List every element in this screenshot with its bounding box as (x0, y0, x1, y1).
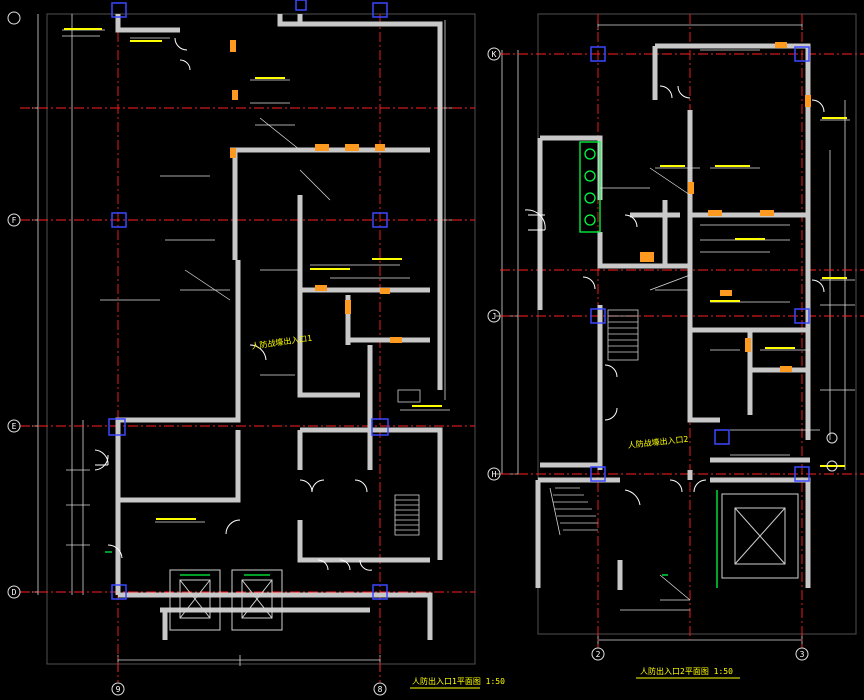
left-elevator-shafts (169, 569, 283, 631)
right-plan-title: 人防出入口2平面图 1:50 (640, 666, 733, 676)
right-stair-lower (549, 487, 598, 536)
right-green-items (579, 141, 718, 588)
right-axis-label-row-mid: J (492, 312, 497, 321)
left-axis-label-col-right: 8 (378, 685, 383, 694)
left-plan: 人防战壕出入口1 F E D 9 8 人防出入口1平面图 1:50 (7, 0, 505, 696)
left-axis-lines (20, 14, 475, 682)
left-axis-label-col-left: 9 (116, 685, 121, 694)
left-columns (108, 0, 389, 600)
left-plan-title: 人防出入口1平面图 1:50 (412, 676, 505, 686)
right-doors (524, 85, 825, 506)
right-columns (590, 46, 810, 482)
left-axis-label-row-top: F (12, 216, 17, 225)
left-axis-bubbles (7, 11, 387, 696)
right-yellow-text-blocks (660, 117, 847, 467)
right-axis-label-row-top: K (492, 50, 497, 59)
right-hatches (640, 42, 811, 372)
right-elevator (721, 493, 799, 579)
right-stair-upper (607, 309, 639, 361)
left-axis-label-row-low: D (12, 588, 17, 597)
left-walls (115, 14, 443, 640)
left-doors (94, 37, 373, 571)
right-axis-label-col-left: 2 (596, 650, 601, 659)
right-axis-label-col-right: 3 (800, 650, 805, 659)
right-dimension-lines (496, 20, 846, 646)
right-frame (537, 13, 857, 635)
left-frame (46, 13, 476, 665)
right-axis-label-row-low: H (492, 470, 497, 479)
right-axis-bubbles (487, 47, 838, 661)
left-axis-label-row-mid: E (12, 422, 17, 431)
left-hatches (230, 40, 402, 343)
left-green-marks (105, 551, 270, 576)
left-stair (394, 389, 421, 536)
left-yellow-text-blocks (64, 28, 442, 520)
right-walls (535, 43, 811, 590)
left-annotations (62, 29, 450, 523)
